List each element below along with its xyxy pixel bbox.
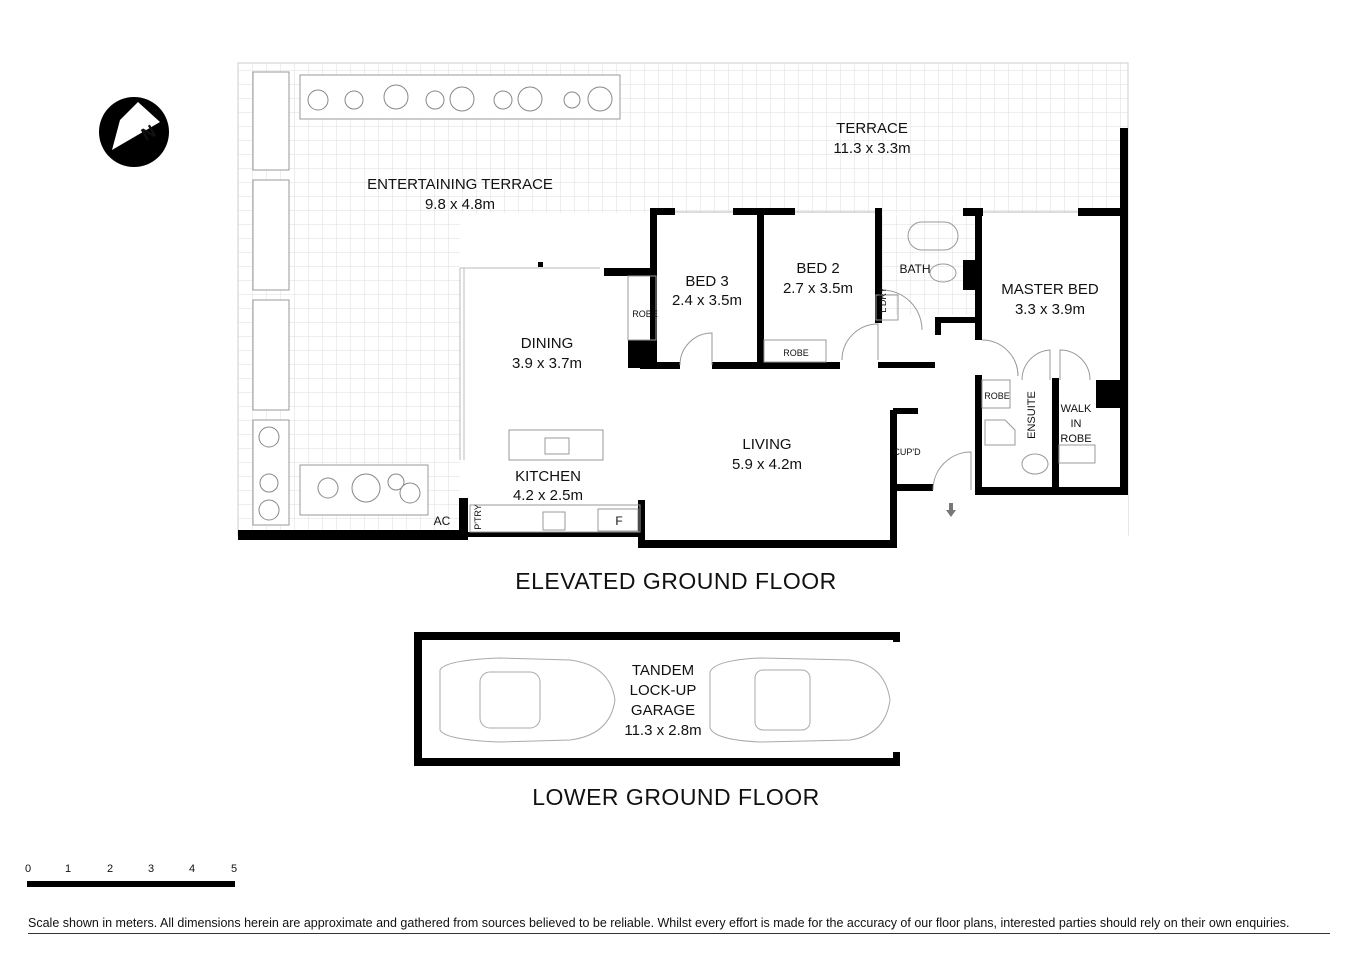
room-name-bed2: BED 2: [796, 260, 839, 277]
plant-icons: [258, 84, 613, 521]
label-robe-bed2: ROBE: [783, 348, 809, 358]
label-laundry: L'DRY: [878, 287, 888, 313]
label-fridge: F: [615, 514, 622, 528]
scale-tick-4: 4: [189, 863, 195, 875]
scale-tick-1: 1: [65, 863, 71, 875]
garage-label-1: TANDEM: [632, 662, 694, 679]
room-size-kitchen: 4.2 x 2.5m: [513, 487, 583, 504]
label-ensuite: ENSUITE: [1026, 391, 1038, 439]
car-icon: [439, 657, 616, 743]
garage-label-3: GARAGE: [631, 702, 695, 719]
scale-tick-2: 2: [107, 863, 113, 875]
room-size-master-bed: 3.3 x 3.9m: [1015, 301, 1085, 318]
room-name-terrace: TERRACE: [836, 120, 908, 137]
doors: [679, 289, 1091, 491]
room-size-terrace: 11.3 x 3.3m: [833, 140, 910, 157]
scale-tick-0: 0: [25, 863, 31, 875]
fixtures: [469, 221, 1096, 533]
room-size-entertaining-terrace: 9.8 x 4.8m: [425, 196, 495, 213]
garage: TANDEM LOCK-UP GARAGE 11.3 x 2.8m: [414, 632, 900, 766]
entrance-arrow-icon: [946, 503, 956, 517]
walls: [238, 128, 1128, 548]
label-ac: AC: [434, 514, 451, 528]
room-size-living: 5.9 x 4.2m: [732, 456, 802, 473]
car-icon: [709, 657, 891, 743]
room-labels: TERRACE 11.3 x 3.3m ENTERTAINING TERRACE…: [367, 120, 1099, 530]
garage-label-2: LOCK-UP: [630, 682, 697, 699]
label-walk-in-robe-2: IN: [1071, 418, 1082, 430]
room-name-dining: DINING: [521, 335, 574, 352]
elevated-floor-title: ELEVATED GROUND FLOOR: [515, 568, 836, 594]
room-size-bed3: 2.4 x 3.5m: [672, 292, 742, 309]
scale-tick-3: 3: [148, 863, 154, 875]
label-walk-in-robe-3: ROBE: [1060, 433, 1091, 445]
garage-size: 11.3 x 2.8m: [624, 722, 701, 739]
scale-bar: 0 1 2 3 4 5: [25, 863, 237, 887]
label-cupboard: CUP'D: [893, 447, 921, 457]
north-arrow-icon: N: [99, 97, 169, 167]
label-robe-ensuite: ROBE: [984, 391, 1010, 401]
room-size-bed2: 2.7 x 3.5m: [783, 280, 853, 297]
disclaimer: Scale shown in meters. All dimensions he…: [28, 916, 1330, 934]
label-walk-in-robe-1: WALK: [1061, 403, 1092, 415]
scale-tick-5: 5: [231, 863, 237, 875]
windows-and-glazing: [459, 211, 1078, 460]
room-size-dining: 3.9 x 3.7m: [512, 355, 582, 372]
lower-floor-title: LOWER GROUND FLOOR: [532, 784, 820, 810]
label-pantry: P'TRY: [473, 504, 483, 530]
room-name-bed3: BED 3: [685, 273, 728, 290]
label-robe-bed3: ROBE: [632, 309, 658, 319]
room-name-entertaining-terrace: ENTERTAINING TERRACE: [367, 176, 553, 193]
room-name-living: LIVING: [742, 436, 791, 453]
label-bath: BATH: [899, 262, 930, 276]
room-name-kitchen: KITCHEN: [515, 468, 581, 485]
room-name-master-bed: MASTER BED: [1001, 281, 1099, 298]
